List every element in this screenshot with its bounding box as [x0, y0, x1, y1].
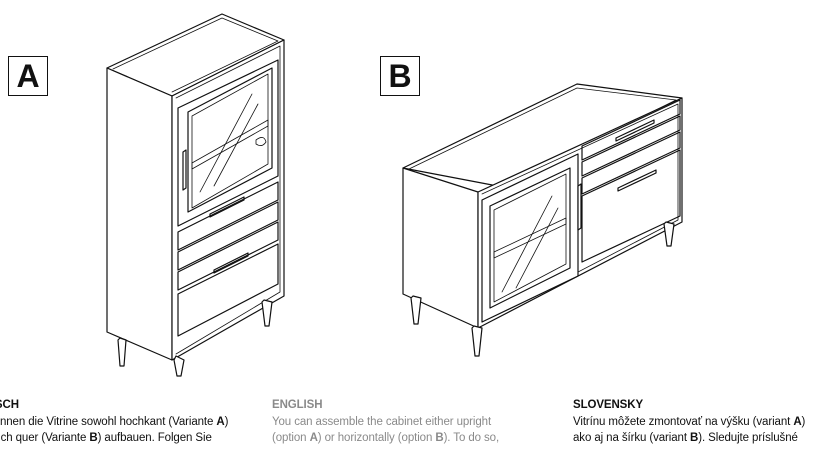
section-english: ENGLISH You can assemble the cabinet eit…: [272, 397, 499, 446]
cabinet-upright-drawing: [106, 13, 285, 377]
variant-b-label: B: [380, 56, 420, 96]
section-german: TSCH können die Vitrine sowohl hochkant …: [0, 397, 228, 446]
cabinet-horizontal-drawing: [402, 83, 683, 357]
variant-a-label: A: [8, 56, 48, 96]
section-german-heading: TSCH: [0, 399, 19, 411]
variant-b-letter: B: [388, 57, 412, 94]
section-english-heading: ENGLISH: [272, 399, 323, 411]
section-slovak-line2: ako aj na šírku (variant B). Sledujte pr…: [573, 432, 798, 444]
section-english-line2: (option A) or horizontally (option B). T…: [272, 432, 500, 444]
section-slovak-line1: Vitrínu môžete zmontovať na výšku (varia…: [573, 416, 806, 428]
section-slovak: SLOVENSKY Vitrínu môžete zmontovať na vý…: [573, 397, 805, 446]
section-german-line2: auch quer (Variante B) aufbauen. Folgen …: [0, 432, 212, 444]
section-slovak-heading: SLOVENSKY: [573, 399, 644, 411]
variant-a-letter: A: [16, 57, 40, 94]
section-english-line1: You can assemble the cabinet either upri…: [272, 416, 492, 428]
section-german-line1: können die Vitrine sowohl hochkant (Vari…: [0, 416, 229, 428]
